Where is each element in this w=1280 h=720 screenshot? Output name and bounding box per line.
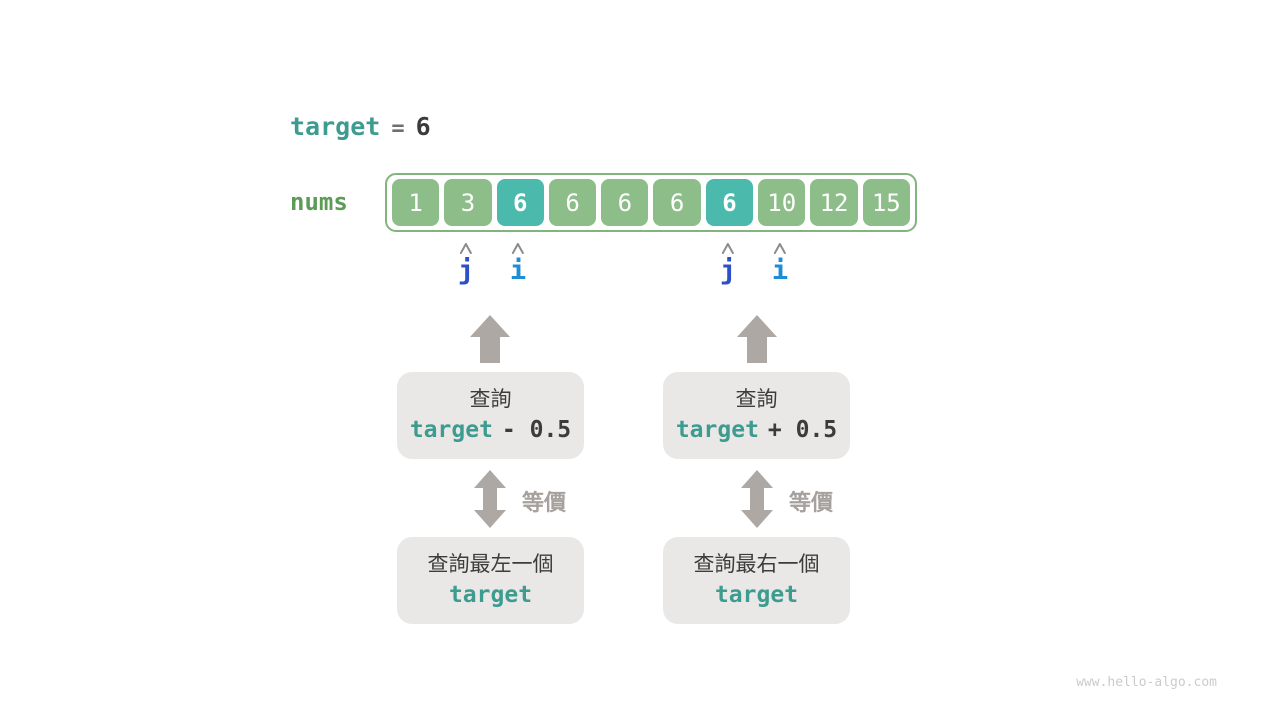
result-target-text: target bbox=[448, 581, 533, 608]
target-value: 6 bbox=[415, 112, 431, 141]
pointer-i-left: i bbox=[510, 243, 526, 286]
query-operator: - 0.5 bbox=[501, 416, 572, 443]
array-cell: 3 bbox=[444, 179, 492, 226]
query-text: 查詢 bbox=[469, 386, 512, 411]
array-cell: 6 bbox=[705, 179, 754, 226]
query-box-right: 查詢 target + 0.5 bbox=[663, 372, 850, 459]
pointer-j-left: j bbox=[458, 243, 474, 286]
watermark: www.hello-algo.com bbox=[1076, 675, 1217, 690]
target-assignment: target = 6 bbox=[290, 112, 431, 141]
target-variable: target bbox=[290, 112, 381, 141]
caret-up-icon bbox=[773, 243, 786, 254]
array-cell: 6 bbox=[601, 179, 649, 226]
double-arrow-icon bbox=[741, 470, 773, 528]
query-expression: target + 0.5 bbox=[676, 417, 837, 445]
array-cell: 6 bbox=[548, 179, 597, 226]
result-text: 查詢最右一個 bbox=[693, 551, 820, 576]
equals-sign: = bbox=[391, 116, 405, 141]
double-arrow-icon bbox=[474, 470, 506, 528]
pointer-j-label: j bbox=[457, 255, 475, 286]
array-cell: 10 bbox=[758, 179, 806, 226]
result-target: target bbox=[449, 582, 532, 610]
pointer-j-label: j bbox=[719, 255, 737, 286]
array-cell: 1 bbox=[392, 179, 440, 226]
query-operator: + 0.5 bbox=[767, 416, 838, 443]
up-arrow-icon bbox=[737, 315, 777, 363]
array-cell: 6 bbox=[653, 179, 701, 226]
result-text: 查詢最左一個 bbox=[427, 551, 554, 576]
nums-array: 1 3 6 6 6 6 6 10 12 15 bbox=[385, 173, 917, 232]
result-target: target bbox=[715, 582, 798, 610]
query-text: 查詢 bbox=[735, 386, 778, 411]
pointer-i-right: i bbox=[772, 243, 788, 286]
equivalence-label: 等價 bbox=[522, 491, 567, 516]
caret-up-icon bbox=[459, 243, 472, 254]
query-box-left: 查詢 target - 0.5 bbox=[397, 372, 584, 459]
equivalence-label: 等價 bbox=[789, 491, 834, 516]
pointer-i-label: i bbox=[509, 255, 527, 286]
array-cell: 12 bbox=[810, 179, 858, 226]
up-arrow-icon bbox=[470, 315, 510, 363]
query-target: target bbox=[675, 416, 759, 443]
query-expression: target - 0.5 bbox=[410, 417, 571, 445]
array-cell: 15 bbox=[862, 179, 910, 226]
pointer-j-right: j bbox=[720, 243, 736, 286]
result-box-left: 查詢最左一個 target bbox=[397, 537, 584, 624]
result-box-right: 查詢最右一個 target bbox=[663, 537, 850, 624]
pointer-i-label: i bbox=[771, 255, 789, 286]
query-target: target bbox=[409, 416, 493, 443]
nums-label: nums bbox=[290, 188, 348, 216]
array-cell: 6 bbox=[496, 179, 544, 226]
result-target-text: target bbox=[714, 581, 799, 608]
caret-up-icon bbox=[721, 243, 734, 254]
caret-up-icon bbox=[511, 243, 524, 254]
